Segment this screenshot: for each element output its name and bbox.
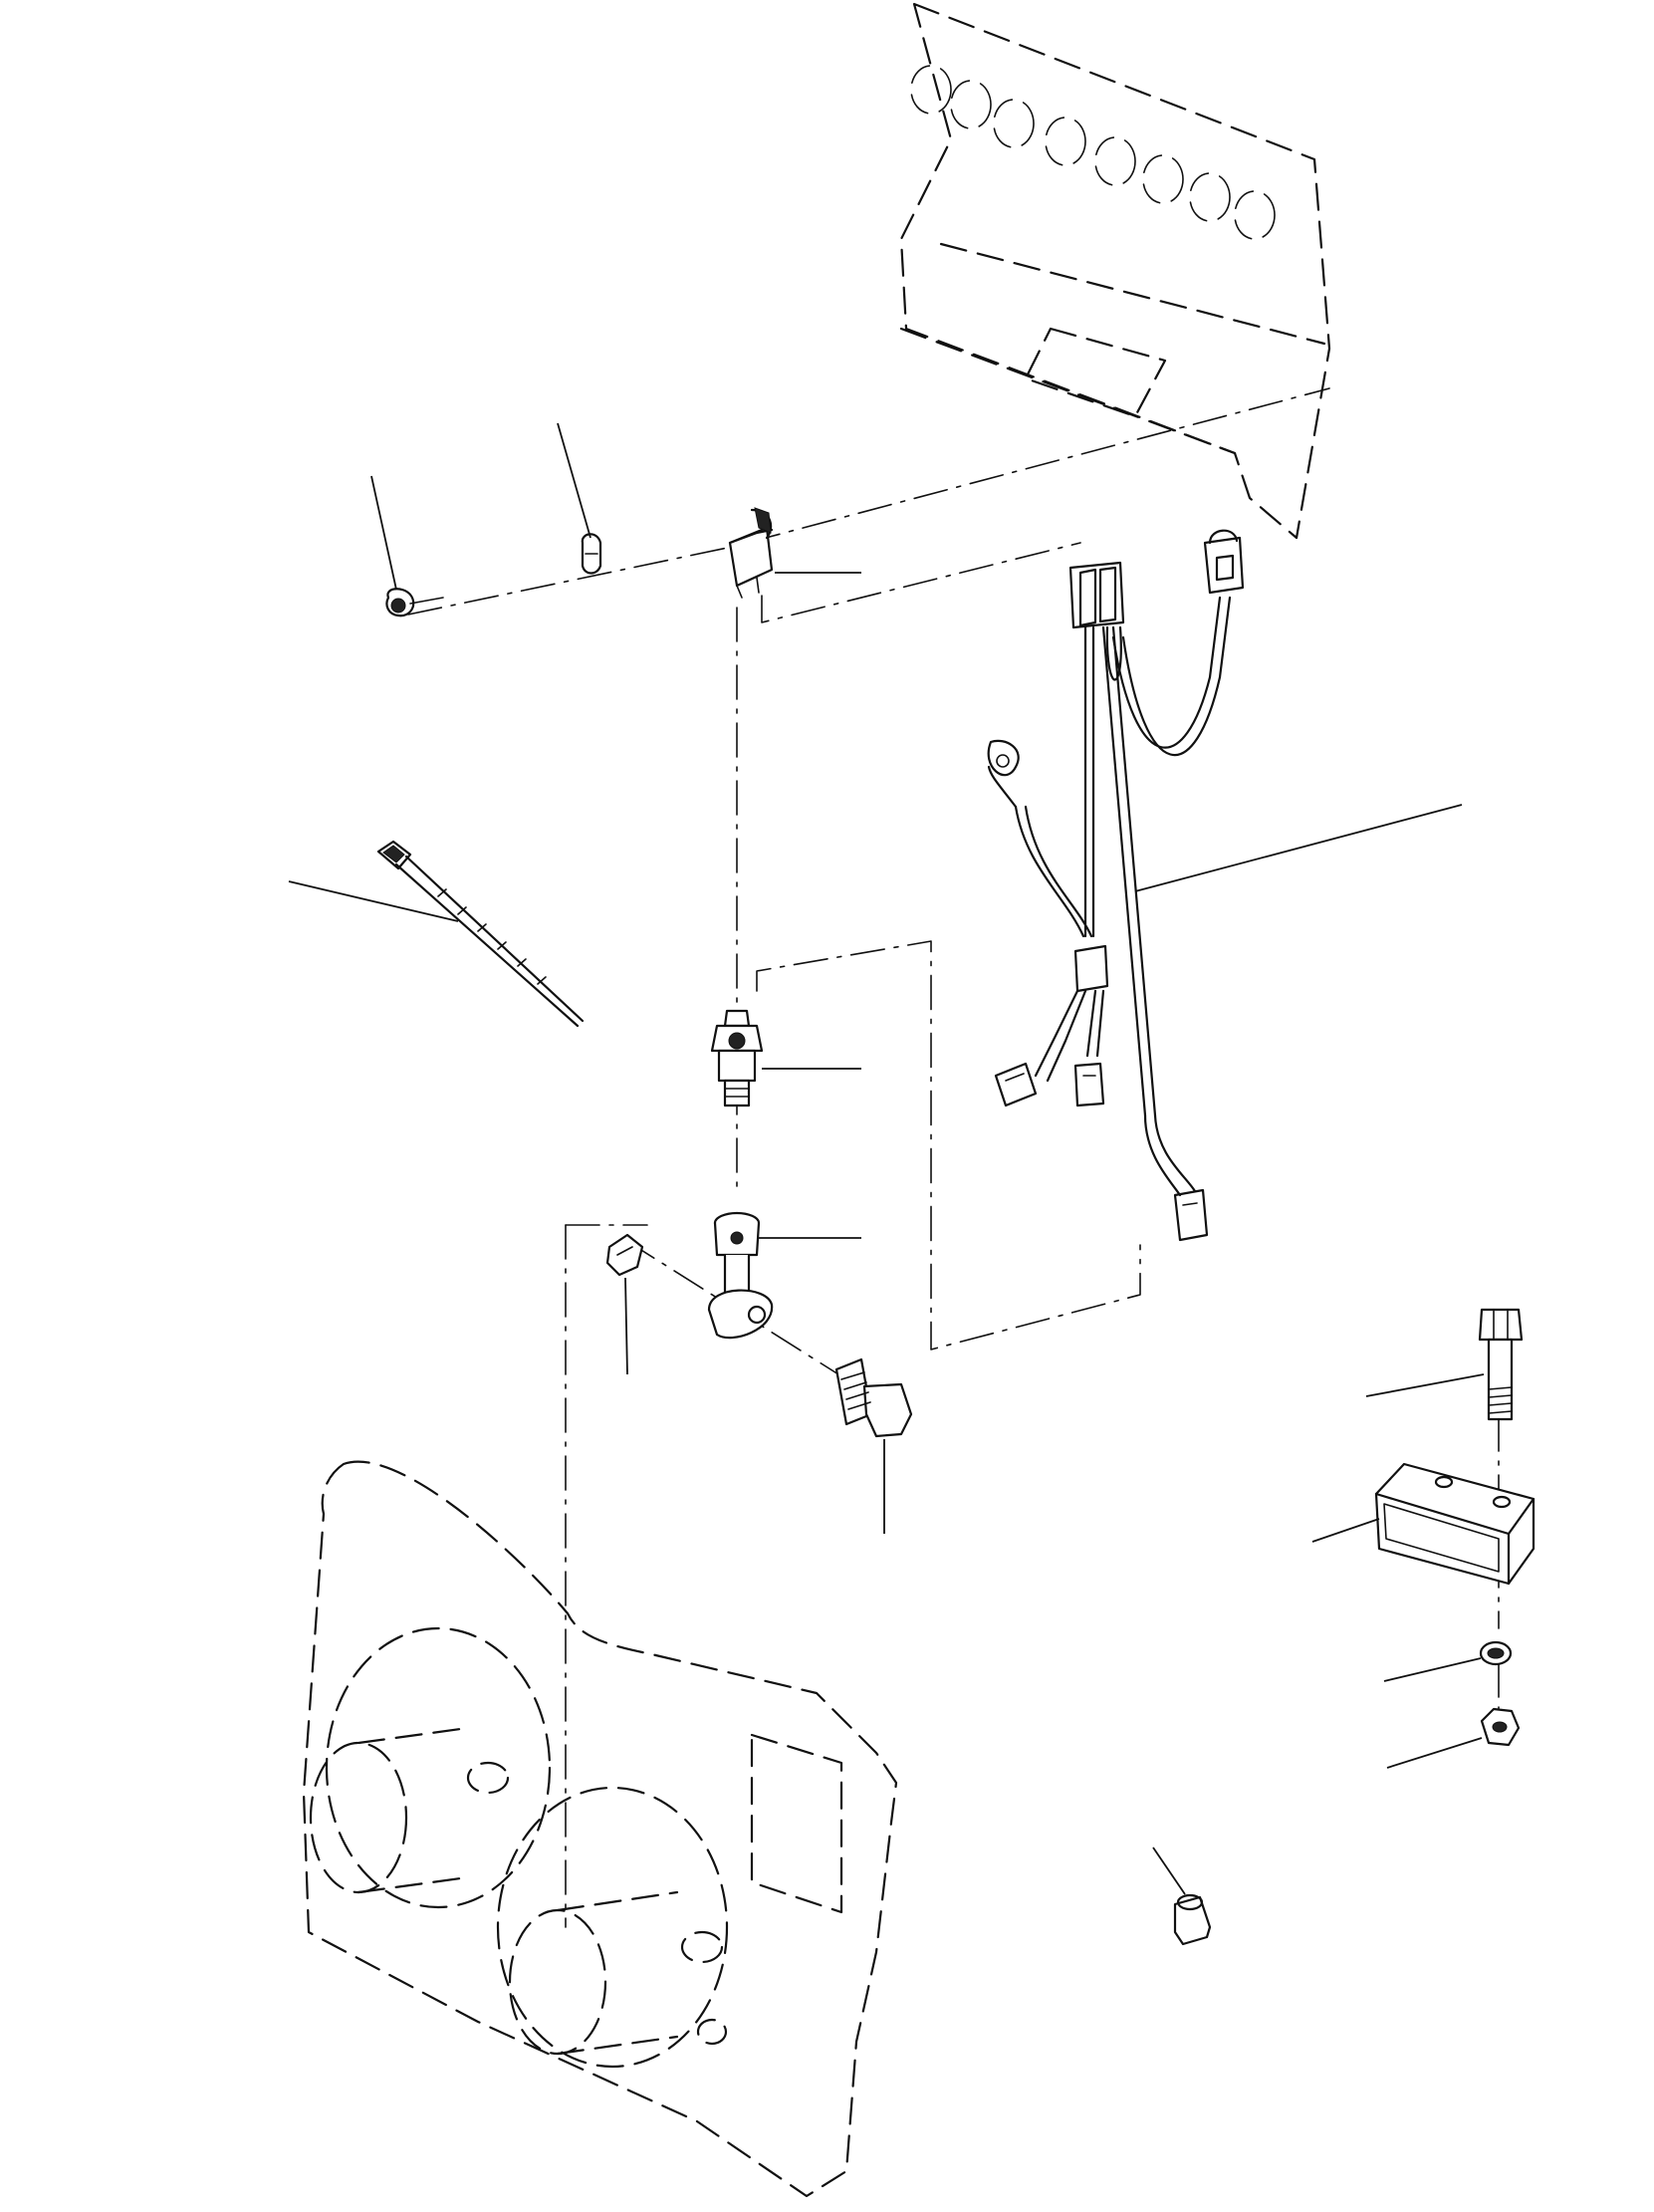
mounting-block [1374,1462,1536,1586]
banjo-bolt [834,1357,913,1438]
leader-plug [624,1277,628,1375]
wiring-harness [987,529,1245,1242]
spacer-bushing [1173,1893,1212,1946]
hex-bolt [1478,1308,1524,1421]
transmission-housing [302,1460,898,2198]
indicator-relay [728,507,774,599]
leader-mounting-block [1311,1518,1380,1543]
ring-terminal [385,588,444,617]
leader-hex-bolt [1365,1373,1485,1397]
lock-washer [1479,1640,1513,1666]
leader-spacer-bushing [1152,1846,1186,1895]
instrument-panel [899,2,1331,540]
hex-nut [1480,1707,1521,1747]
pressure-switch [710,1009,764,1107]
leader-lock-washer [1383,1657,1482,1682]
plastic-clip [581,533,602,575]
cable-tie [376,840,585,1028]
leader-hex-nut [1386,1737,1483,1769]
plug [605,1233,644,1277]
leader-cable-tie [288,880,459,922]
assembly-centerlines [407,387,1500,1928]
leader-plastic-clip [557,422,591,539]
leader-wiring-harness [1134,804,1463,892]
gauge-holes [910,65,1276,240]
elbow-adapter [707,1211,774,1340]
leader-ring-terminal [370,475,397,591]
